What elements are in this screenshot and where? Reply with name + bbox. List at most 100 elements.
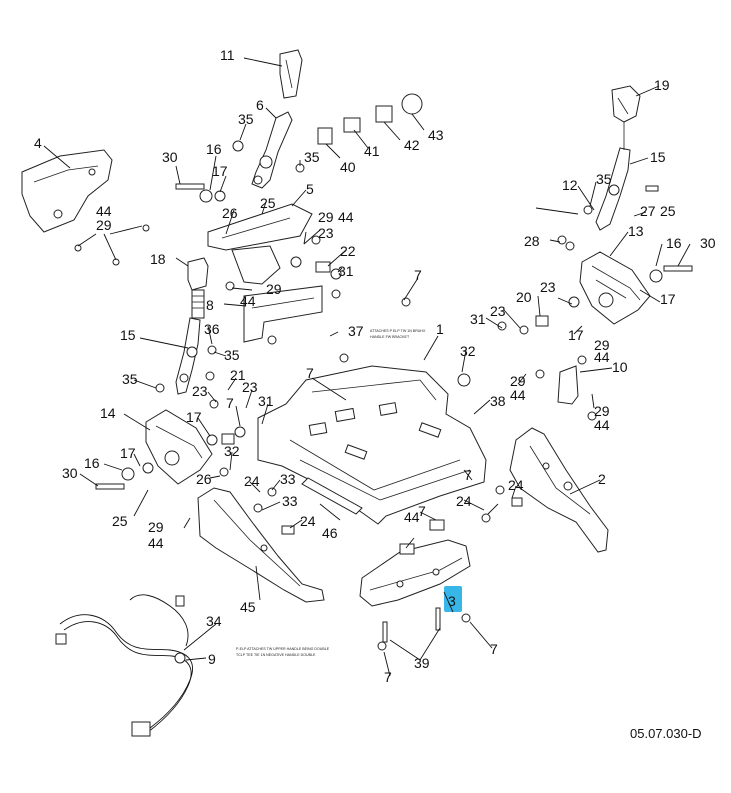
callout: 25 xyxy=(660,203,676,219)
callout: 17 xyxy=(186,409,202,425)
callout: 38 xyxy=(490,393,506,409)
callout: 16 xyxy=(84,455,100,471)
callout: 39 xyxy=(414,655,430,671)
callout: 44 xyxy=(510,387,526,403)
callout: 9 xyxy=(208,651,216,667)
callout: 17 xyxy=(120,445,136,461)
callout: 29 xyxy=(594,337,610,353)
callout: 29 xyxy=(148,519,164,535)
part-lever-15-left xyxy=(175,317,201,395)
callout: 7 xyxy=(226,395,234,411)
callout: 23 xyxy=(192,383,208,399)
part-flat-bar-46 xyxy=(301,477,363,515)
callout: 24 xyxy=(244,473,260,489)
callout: 22 xyxy=(340,243,356,259)
callout: 31 xyxy=(338,263,354,279)
note-line: ATTACHES P ELP TW 1N BRUHX xyxy=(370,329,426,333)
callout: 29 xyxy=(266,281,282,297)
callout: 33 xyxy=(282,493,298,509)
note-lower: P-ELP ATTACHES TW UPPER HANDLE BEING DOU… xyxy=(236,647,330,657)
callout: 7 xyxy=(490,641,498,657)
callout: 11 xyxy=(220,47,235,63)
note-line: TCLP TEE TIE 1N NEGATIVE HANDLE DOUBLE xyxy=(236,653,316,657)
callout: 19 xyxy=(654,77,670,93)
callout: 32 xyxy=(460,343,476,359)
callout: 3 xyxy=(448,593,456,609)
callout: 23 xyxy=(318,225,334,241)
part-cross-bracket-3 xyxy=(359,539,471,607)
callout: 17 xyxy=(212,163,228,179)
callout: 17 xyxy=(660,291,676,307)
callout: 33 xyxy=(280,471,296,487)
callout: 8 xyxy=(206,297,214,313)
callout: 27 xyxy=(640,203,656,219)
callout: 35 xyxy=(304,149,320,165)
note-upper: ATTACHES P ELP TW 1N BRUHX HANDLE FW BRA… xyxy=(370,329,426,339)
part-handle-grip-19 xyxy=(611,85,641,123)
callout: 5 xyxy=(306,181,314,197)
callout: 10 xyxy=(612,359,628,375)
callout: 41 xyxy=(364,143,380,159)
part-pivot-plate-5 xyxy=(207,203,313,285)
callout: 24 xyxy=(300,513,316,529)
callout: 28 xyxy=(524,233,540,249)
callout: 21 xyxy=(230,367,246,383)
callout: 4 xyxy=(34,135,42,151)
callout: 26 xyxy=(222,205,238,221)
callout: 24 xyxy=(508,477,524,493)
callout: 6 xyxy=(256,97,264,113)
callout: 44 xyxy=(240,293,256,309)
part-bracket-8 xyxy=(243,285,323,343)
part-bracket-4 xyxy=(21,149,113,233)
callout: 30 xyxy=(700,235,716,251)
callout: 29 xyxy=(318,209,334,225)
callout-labels: 11 19 6 43 35 4 42 41 40 30 16 17 35 15 … xyxy=(34,47,716,685)
callout: 44 xyxy=(594,349,610,365)
callout: 31 xyxy=(258,393,274,409)
callout: 31 xyxy=(470,311,486,327)
part-lever-15-right xyxy=(595,122,631,231)
callout: 18 xyxy=(150,251,166,267)
callout: 45 xyxy=(240,599,256,615)
callout: 44 xyxy=(594,417,610,433)
hardware-fasteners xyxy=(74,93,693,651)
callout: 30 xyxy=(162,149,178,165)
callout: 44 xyxy=(148,535,164,551)
part-grip-knob-18 xyxy=(187,257,209,319)
part-handle-grip-11 xyxy=(279,49,303,99)
part-bracket-10 xyxy=(557,365,579,405)
callout: 7 xyxy=(306,365,314,381)
callout: 7 xyxy=(384,669,392,685)
callout-3-highlight xyxy=(444,586,462,612)
callout: 37 xyxy=(348,323,364,339)
note-line: HANDLE FW BRACKET xyxy=(370,335,410,339)
callout: 7 xyxy=(414,267,422,283)
callout: 16 xyxy=(206,141,222,157)
part-lower-bracket-45 xyxy=(197,487,325,603)
callout: 13 xyxy=(628,223,644,239)
callout: 17 xyxy=(568,327,584,343)
part-main-frame-1 xyxy=(257,365,487,525)
callout: 26 xyxy=(196,471,212,487)
part-grip-housing-14 xyxy=(145,409,213,485)
callout: 7 xyxy=(418,503,426,519)
callout: 20 xyxy=(516,289,532,305)
callout: 35 xyxy=(122,371,138,387)
callout: 15 xyxy=(120,327,136,343)
part-lever-6 xyxy=(251,111,293,189)
callout: 15 xyxy=(650,149,666,165)
callout: 23 xyxy=(242,379,258,395)
callout: 44 xyxy=(404,509,420,525)
callout: 43 xyxy=(428,127,444,143)
callout: 44 xyxy=(338,209,354,225)
leader-lines xyxy=(43,57,691,677)
callout: 16 xyxy=(666,235,682,251)
part-side-bracket-2 xyxy=(509,427,609,553)
callout: 44 xyxy=(96,203,112,219)
callout: 42 xyxy=(404,137,420,153)
callout: 23 xyxy=(490,303,506,319)
callout: 34 xyxy=(206,613,222,629)
callout: 36 xyxy=(204,321,220,337)
figure-code: 05.07.030-D xyxy=(630,726,702,741)
